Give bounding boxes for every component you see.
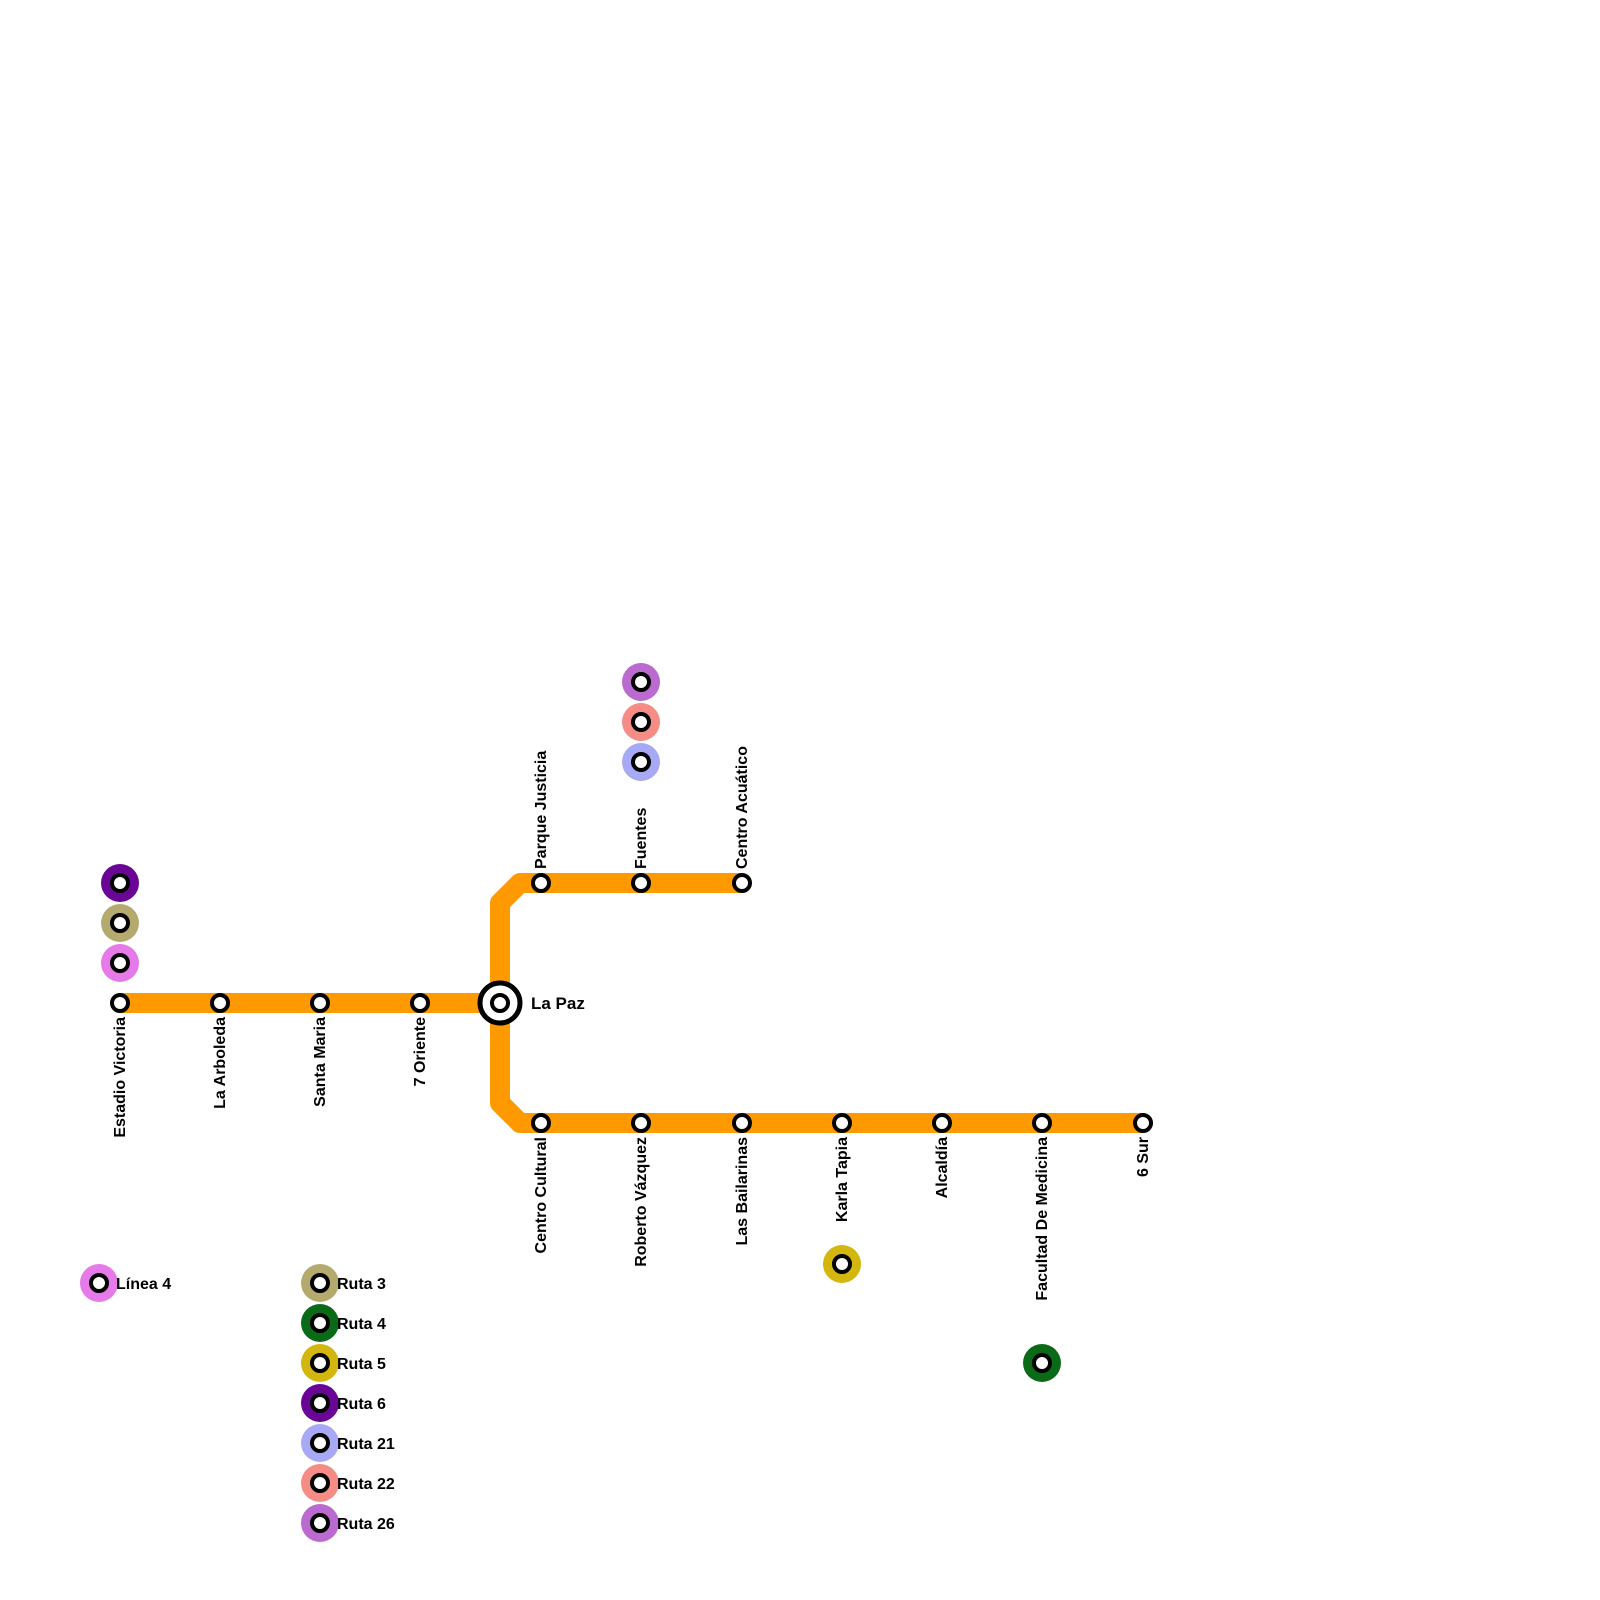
stations bbox=[110, 873, 1153, 1133]
legend-item-linea4[interactable]: Línea 4 bbox=[80, 1264, 171, 1302]
karla-tapia-transfers bbox=[823, 1245, 861, 1283]
station-7-oriente[interactable] bbox=[410, 993, 430, 1013]
label-centro-cultural: Centro Cultural bbox=[533, 1137, 550, 1253]
legend-label-ruta5: Ruta 5 bbox=[337, 1356, 386, 1373]
legend-item-ruta4[interactable]: Ruta 4 bbox=[301, 1304, 386, 1342]
station-facultad-medicina[interactable] bbox=[1032, 1113, 1052, 1133]
fuentes-transfers bbox=[622, 663, 660, 781]
legend-label-ruta6: Ruta 6 bbox=[337, 1396, 386, 1413]
label-fuentes: Fuentes bbox=[633, 808, 650, 869]
station-estadio-victoria[interactable] bbox=[110, 993, 130, 1013]
label-estadio-victoria: Estadio Victoria bbox=[112, 1017, 129, 1138]
station-fuentes[interactable] bbox=[631, 873, 651, 893]
ruta26-transfer-dot bbox=[631, 672, 651, 692]
legend-label-ruta22: Ruta 22 bbox=[337, 1476, 395, 1493]
label-las-bailarinas: Las Bailarinas bbox=[734, 1137, 751, 1246]
legend-label-ruta4: Ruta 4 bbox=[337, 1316, 386, 1333]
station-karla-tapia[interactable] bbox=[832, 1113, 852, 1133]
south-branch-segment bbox=[490, 1003, 1143, 1133]
ruta6-transfer-dot bbox=[110, 873, 130, 893]
label-santa-maria: Santa Maria bbox=[312, 1017, 329, 1107]
station-la-paz-interchange[interactable] bbox=[477, 980, 523, 1026]
station-centro-cultural[interactable] bbox=[531, 1113, 551, 1133]
station-santa-maria[interactable] bbox=[310, 993, 330, 1013]
legend-item-ruta21[interactable]: Ruta 21 bbox=[301, 1424, 395, 1462]
legend-item-ruta3[interactable]: Ruta 3 bbox=[301, 1264, 386, 1302]
north-branch-segment bbox=[490, 873, 742, 1003]
ruta22-transfer-dot bbox=[631, 712, 651, 732]
label-facultad-medicina: Facultad De Medicina bbox=[1034, 1137, 1051, 1301]
legend-label-linea4: Línea 4 bbox=[116, 1276, 171, 1293]
legend-label-ruta26: Ruta 26 bbox=[337, 1516, 395, 1533]
station-6-sur[interactable] bbox=[1133, 1113, 1153, 1133]
linea4-transfer-dot bbox=[110, 953, 130, 973]
label-la-paz: La Paz bbox=[531, 994, 585, 1013]
legend-label-ruta21: Ruta 21 bbox=[337, 1436, 395, 1453]
ruta21-transfer-dot bbox=[631, 752, 651, 772]
label-la-arboleda: La Arboleda bbox=[212, 1017, 229, 1109]
estadio-victoria-transfers bbox=[101, 864, 139, 982]
main-line bbox=[120, 873, 1143, 1133]
legend: Línea 4 Ruta 3 Ruta 4 Ruta 5 Ruta 6 Ruta… bbox=[80, 1264, 395, 1542]
ruta3-transfer-dot bbox=[110, 913, 130, 933]
station-la-arboleda[interactable] bbox=[210, 993, 230, 1013]
legend-item-ruta22[interactable]: Ruta 22 bbox=[301, 1464, 395, 1502]
label-roberto-vazquez: Roberto Vázquez bbox=[633, 1137, 650, 1267]
station-las-bailarinas[interactable] bbox=[732, 1113, 752, 1133]
label-6-sur: 6 Sur bbox=[1135, 1137, 1152, 1177]
label-alcaldia: Alcaldía bbox=[934, 1137, 951, 1198]
station-centro-acuatico[interactable] bbox=[732, 873, 752, 893]
legend-label-ruta3: Ruta 3 bbox=[337, 1276, 386, 1293]
label-parque-justicia: Parque Justicia bbox=[533, 751, 550, 869]
station-parque-justicia[interactable] bbox=[531, 873, 551, 893]
label-7-oriente: 7 Oriente bbox=[412, 1017, 429, 1086]
label-karla-tapia: Karla Tapia bbox=[834, 1137, 851, 1222]
legend-item-ruta26[interactable]: Ruta 26 bbox=[301, 1504, 395, 1542]
ruta5-transfer-dot bbox=[832, 1254, 852, 1274]
legend-item-ruta6[interactable]: Ruta 6 bbox=[301, 1384, 386, 1422]
station-roberto-vazquez[interactable] bbox=[631, 1113, 651, 1133]
station-labels: Estadio Victoria La Arboleda Santa Maria… bbox=[112, 746, 1152, 1301]
facultad-medicina-transfers bbox=[1023, 1344, 1061, 1382]
legend-item-ruta5[interactable]: Ruta 5 bbox=[301, 1344, 386, 1382]
ruta4-transfer-dot bbox=[1032, 1353, 1052, 1373]
station-alcaldia[interactable] bbox=[932, 1113, 952, 1133]
label-centro-acuatico: Centro Acuático bbox=[734, 746, 751, 869]
